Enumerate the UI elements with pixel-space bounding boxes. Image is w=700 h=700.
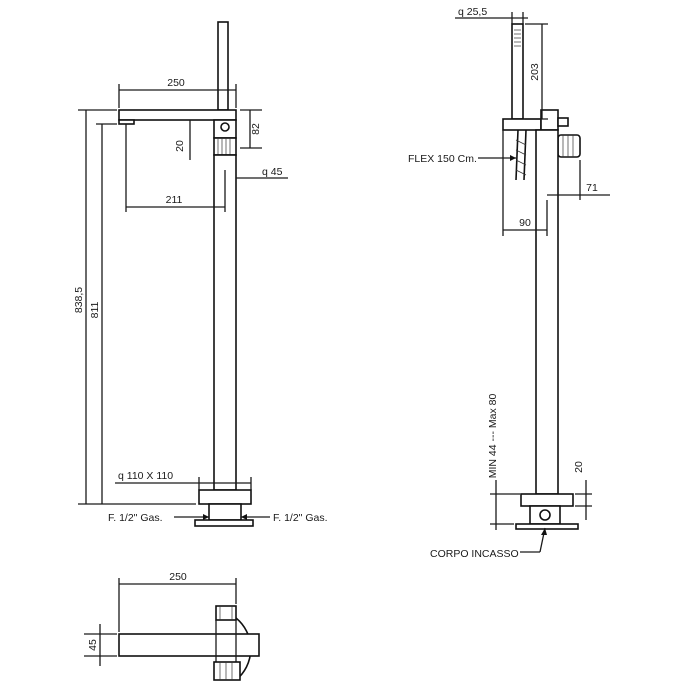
side-knob (557, 134, 581, 158)
plan-view: 250 45 (84, 571, 260, 681)
side-valve (539, 509, 551, 521)
front-view: 250 82 20 q 45 211 838,5 811 q 110 X 110 (73, 21, 328, 527)
dim-column: q 45 (262, 166, 283, 178)
label-inlet-left: F. 1/2" Gas. (108, 512, 163, 524)
mixer-lever (220, 122, 230, 132)
knurled-knob (213, 137, 237, 156)
dim-base: q 110 X 110 (118, 470, 173, 482)
side-floor-plate (515, 523, 579, 530)
hand-shower (217, 21, 229, 111)
side-column (535, 129, 559, 495)
floor-plate (194, 519, 254, 527)
side-base (520, 493, 574, 507)
spout-outlet (118, 119, 135, 125)
plan-spout (118, 633, 260, 657)
dim-spout-length: 250 (167, 77, 185, 89)
side-hose (515, 129, 527, 181)
dim-handshower-length: 203 (529, 63, 541, 81)
base-connector (208, 503, 242, 521)
side-body (540, 109, 559, 131)
dim-plan-spout-length: 250 (169, 571, 187, 583)
dim-spout-height: 82 (250, 123, 262, 135)
base-plate (198, 489, 252, 505)
label-inlet-right: F. 1/2" Gas. (273, 512, 328, 524)
dim-spout-reach: 211 (166, 194, 183, 206)
dim-base-height: 20 (573, 461, 585, 473)
plan-knob (213, 661, 241, 681)
dim-total-height: 838,5 (73, 287, 85, 313)
dim-spout-outlet-height: 811 (89, 301, 101, 318)
dim-spout-drop: 20 (174, 140, 186, 152)
label-body: CORPO INCASSO (430, 548, 519, 560)
plan-body-top (215, 605, 237, 621)
dim-offset: 71 (586, 182, 598, 194)
spout-arm (118, 109, 237, 121)
dim-install-range: MIN 44 --- Max 80 (487, 394, 499, 479)
dim-plan-width: 45 (87, 639, 99, 651)
label-hose: FLEX 150 Cm. (408, 153, 477, 165)
dim-handshower: q 25,5 (458, 6, 487, 18)
side-lever (557, 117, 569, 127)
dim-depth: 90 (519, 217, 531, 229)
side-view: q 25,5 203 FLEX 150 Cm. 71 90 MIN 44 ---… (408, 6, 610, 560)
side-holder (502, 118, 542, 131)
